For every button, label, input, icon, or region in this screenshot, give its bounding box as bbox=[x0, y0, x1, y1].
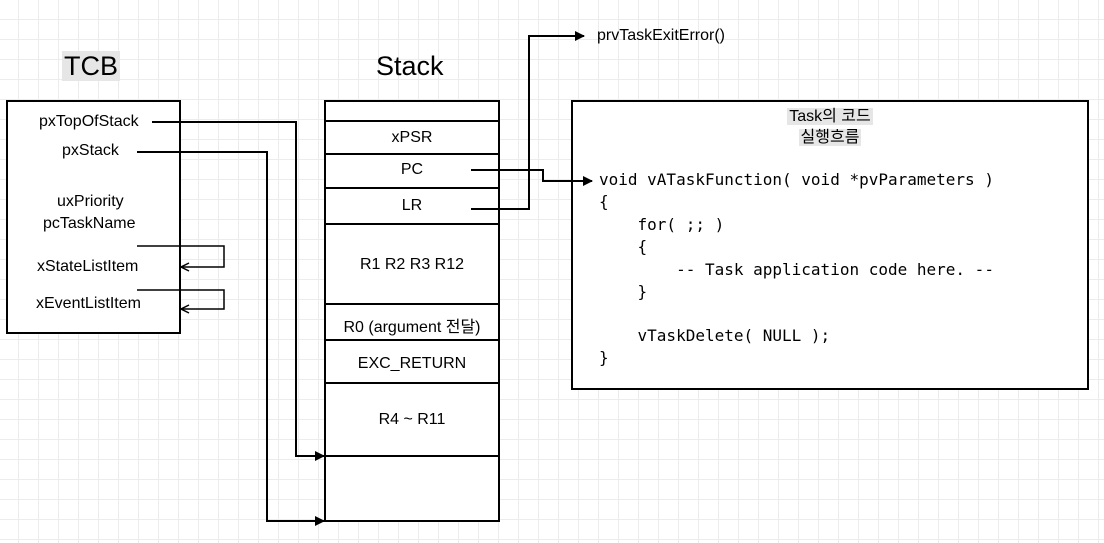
tcb-field-x-state-list-item: xStateListItem bbox=[37, 258, 139, 275]
task-code-box bbox=[571, 100, 1089, 390]
arrow-lr-to-exit bbox=[471, 31, 585, 210]
task-code-title-line1: Task의 코드 bbox=[787, 108, 873, 125]
arrow-top-of-stack bbox=[152, 121, 325, 461]
code-line: vTaskDelete( NULL ); bbox=[599, 326, 831, 345]
code-line: } bbox=[599, 282, 648, 301]
code-line: } bbox=[599, 348, 609, 367]
arrow-state-list-item bbox=[137, 245, 225, 267]
code-line: void vATaskFunction( void *pvParameters … bbox=[599, 170, 994, 189]
stack-box bbox=[324, 100, 500, 522]
task-code-title: Task의 코드 실행흐름 bbox=[572, 106, 1088, 148]
stack-cell-r0: R0 (argument 전달) bbox=[343, 319, 481, 336]
stack-cell-lr: LR bbox=[401, 197, 423, 214]
stack-cell-xpsr: xPSR bbox=[391, 129, 433, 146]
code-line: -- Task application code here. -- bbox=[599, 260, 994, 279]
tcb-field-pc-task-name: pcTaskName bbox=[43, 215, 136, 232]
arrow-stack-base bbox=[137, 151, 325, 526]
tcb-box bbox=[6, 100, 181, 334]
code-line: for( ;; ) bbox=[599, 215, 725, 234]
arrow-event-list-item bbox=[137, 289, 225, 309]
tcb-field-ux-priority: uxPriority bbox=[57, 193, 124, 210]
code-line: { bbox=[599, 237, 648, 256]
stack-cell-exc-return: EXC_RETURN bbox=[357, 355, 467, 372]
task-code-title-line2: 실행흐름 bbox=[798, 129, 862, 146]
exit-function-label: prvTaskExitError() bbox=[597, 27, 726, 44]
stack-cell-pc: PC bbox=[400, 161, 424, 178]
code-line: { bbox=[599, 192, 609, 211]
stack-title: Stack bbox=[376, 51, 444, 81]
tcb-field-x-event-list-item: xEventListItem bbox=[36, 295, 141, 312]
stack-cell-r4-r11: R4 ~ R11 bbox=[378, 411, 446, 428]
tcb-title: TCB bbox=[62, 51, 120, 81]
arrow-pc-to-task bbox=[471, 169, 593, 186]
stack-cell-r1-r2-r3-r12: R1 R2 R3 R12 bbox=[359, 256, 465, 273]
tcb-field-px-top-of-stack: pxTopOfStack bbox=[39, 113, 139, 130]
tcb-field-px-stack: pxStack bbox=[62, 142, 119, 159]
